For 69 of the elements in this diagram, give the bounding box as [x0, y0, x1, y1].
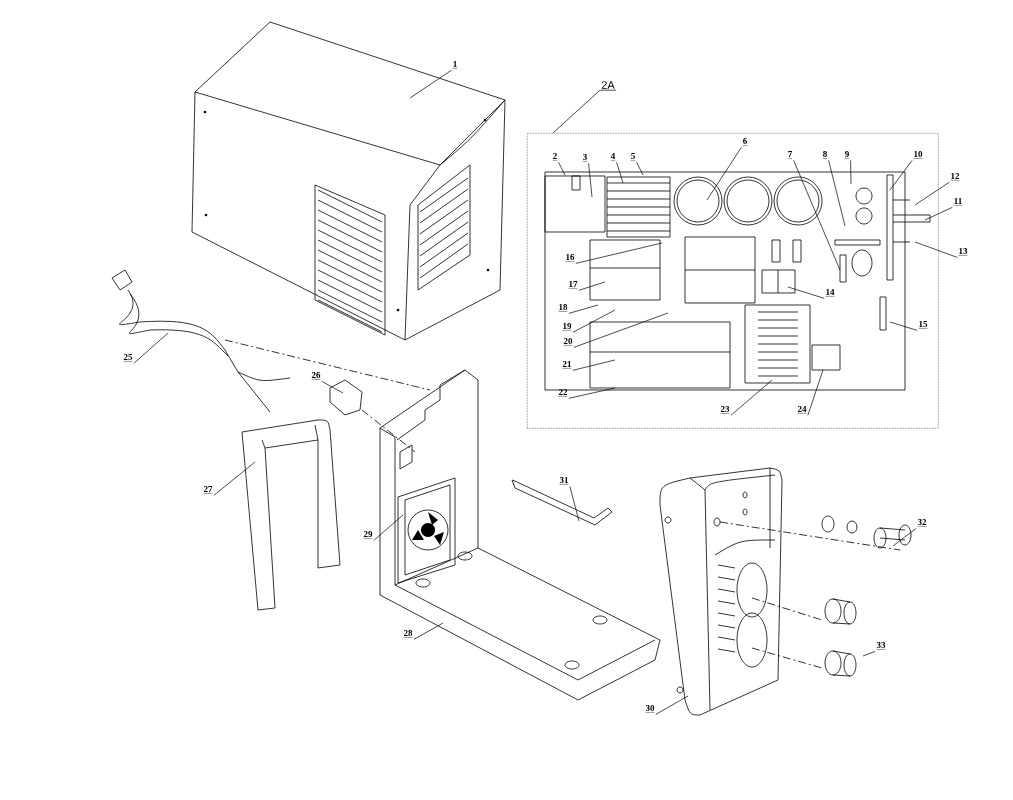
leader-line [730, 379, 773, 416]
leader-line [892, 528, 917, 547]
leader-line [552, 89, 617, 134]
leader-line [569, 486, 580, 522]
callout-number: 31 [559, 476, 569, 485]
callout-number: 3 [582, 153, 588, 162]
leader-line [409, 69, 452, 99]
leader-line [793, 159, 841, 271]
callout-number: 23 [720, 405, 730, 414]
callout-number: 17 [568, 281, 578, 289]
callout-number: 16 [565, 253, 575, 262]
leader-line [807, 369, 824, 416]
callout-number: 21 [562, 361, 572, 369]
leader-line [413, 622, 444, 640]
callout-number: 6 [742, 137, 748, 146]
callout-number: 13 [958, 247, 968, 256]
leader-line [558, 162, 566, 176]
leader-line [568, 387, 616, 399]
leader-line [133, 332, 169, 364]
leader-line [575, 242, 663, 264]
leader-line [914, 241, 958, 258]
callout-number: 24 [797, 406, 807, 414]
callout-number: 27 [203, 486, 213, 494]
leader-line [889, 321, 918, 331]
leader-line [862, 651, 876, 657]
callout-number: 30 [645, 704, 655, 713]
callout-number: 25 [123, 353, 133, 362]
leader-line [828, 160, 846, 227]
callout-number: 5 [630, 153, 636, 161]
callout-number: 22 [558, 389, 568, 397]
callout-number: 19 [562, 322, 572, 331]
callout-number: 15 [918, 321, 928, 329]
leader-line [568, 304, 599, 314]
leader-line [914, 182, 950, 206]
dotted-frame [527, 133, 939, 429]
callout-number: 2 [552, 153, 558, 161]
leader-line [373, 514, 404, 541]
callout-number: 9 [844, 150, 850, 159]
callout-number: 2A [601, 81, 615, 89]
leader-line [578, 281, 606, 291]
leader-line [573, 312, 669, 348]
callout-number: 10 [913, 150, 923, 159]
callout-number: 33 [876, 641, 886, 650]
leader-line [889, 160, 913, 191]
leader-line [588, 163, 593, 198]
callout-number: 11 [953, 198, 963, 206]
callout-number: 18 [558, 303, 568, 312]
callout-number: 20 [563, 337, 573, 346]
leader-line [655, 695, 689, 715]
callout-number: 32 [917, 518, 927, 527]
leader-line [572, 359, 616, 371]
callout-number: 8 [822, 150, 828, 159]
leader-line [321, 381, 344, 394]
leader-line [636, 162, 644, 176]
leader-line [616, 161, 624, 184]
leader-line [924, 206, 953, 221]
leader-line [572, 309, 616, 333]
leader-line [787, 286, 825, 299]
callout-number: 29 [363, 530, 373, 539]
callout-number: 12 [950, 173, 960, 181]
callout-number: 26 [311, 371, 321, 380]
leader-line [850, 160, 852, 185]
callout-number: 14 [825, 289, 835, 297]
callout-number: 28 [403, 629, 413, 638]
callout-number: 4 [610, 153, 616, 161]
leader-line [706, 147, 742, 201]
leader-line [213, 461, 256, 496]
callout-number: 7 [787, 151, 793, 159]
callout-number: 1 [452, 61, 458, 69]
